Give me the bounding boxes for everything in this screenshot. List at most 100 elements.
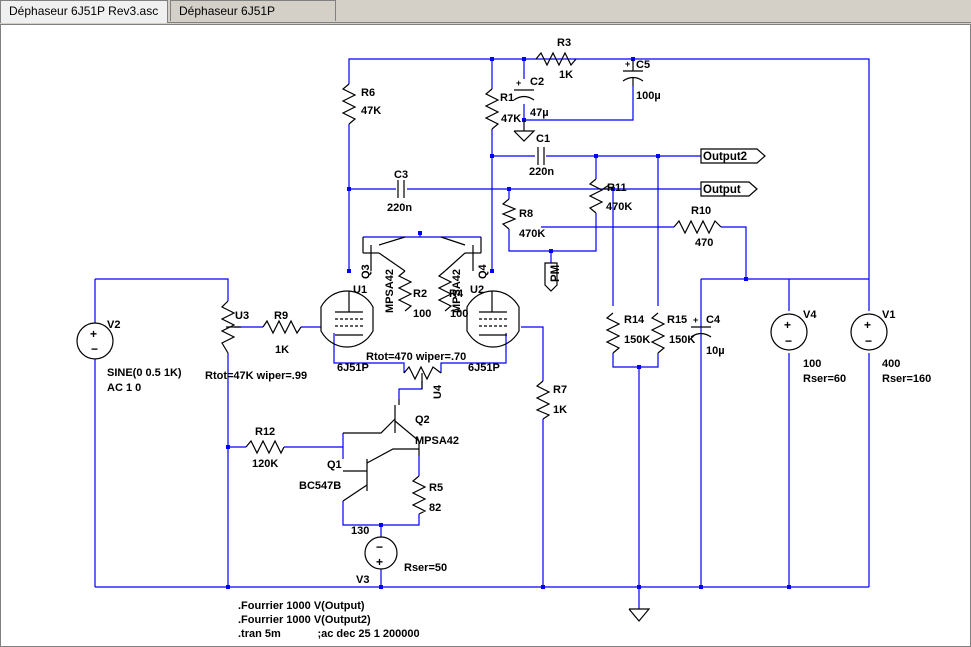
voltage-source-v3[interactable]: − + xyxy=(364,536,398,570)
voltage-source-v2[interactable]: + − xyxy=(76,322,114,360)
component-labels: R3 1K C5 100µ C2 47µ R1 47K R6 47K C1 22… xyxy=(107,37,931,586)
svg-text:+: + xyxy=(625,59,630,69)
directive-fourier-output: .Fourrier 1000 V(Output) xyxy=(238,600,365,612)
svg-text:C3: C3 xyxy=(394,169,408,181)
svg-text:+: + xyxy=(864,318,871,332)
svg-text:R5: R5 xyxy=(429,482,443,494)
svg-text:130: 130 xyxy=(351,525,369,537)
svg-text:R12: R12 xyxy=(255,426,275,438)
resistor-r4[interactable] xyxy=(437,270,453,312)
resistor-r9[interactable] xyxy=(262,319,302,335)
svg-text:Q1: Q1 xyxy=(327,459,342,471)
svg-text:100: 100 xyxy=(450,308,468,320)
svg-text:100: 100 xyxy=(413,308,431,320)
resistor-r3[interactable] xyxy=(535,51,577,67)
svg-text:R14: R14 xyxy=(624,314,645,326)
svg-text:47K: 47K xyxy=(361,105,381,117)
svg-text:1K: 1K xyxy=(275,344,289,356)
capacitor-c4[interactable]: + xyxy=(690,315,712,338)
svg-text:Rtot=47K wiper=.99: Rtot=47K wiper=.99 xyxy=(205,370,307,382)
transistor-q3[interactable] xyxy=(362,236,406,272)
svg-text:U1: U1 xyxy=(353,284,367,296)
svg-text:Rser=50: Rser=50 xyxy=(404,562,447,574)
resistor-r6[interactable] xyxy=(341,83,357,125)
tab-raw[interactable]: Déphaseur 6J51P Rev3.raw xyxy=(170,0,336,39)
svg-text:+: + xyxy=(90,327,97,341)
resistor-r8[interactable] xyxy=(501,198,517,230)
svg-text:PM: PM xyxy=(550,265,562,282)
net-flag-output2[interactable]: Output2 xyxy=(700,148,766,164)
svg-text:AC 1 0: AC 1 0 xyxy=(107,382,141,394)
svg-text:−: − xyxy=(785,334,792,348)
svg-text:150K: 150K xyxy=(624,334,650,346)
resistor-r14[interactable] xyxy=(605,312,621,354)
svg-text:Q4: Q4 xyxy=(477,263,489,279)
svg-text:R4: R4 xyxy=(449,288,464,300)
svg-text:−: − xyxy=(91,342,98,356)
svg-text:R3: R3 xyxy=(557,37,571,49)
svg-text:Rser=160: Rser=160 xyxy=(882,373,931,385)
svg-text:82: 82 xyxy=(429,502,441,514)
tube-u1[interactable] xyxy=(320,290,374,348)
spice-directives[interactable]: .Fourrier 1000 V(Output) .Fourrier 1000 … xyxy=(238,600,420,640)
resistor-r7[interactable] xyxy=(535,380,551,420)
capacitor-c2[interactable]: + xyxy=(513,78,536,142)
svg-text:V2: V2 xyxy=(107,319,120,331)
voltage-source-v4[interactable]: + − xyxy=(770,313,808,351)
svg-text:U4: U4 xyxy=(432,384,444,399)
transistor-q4[interactable] xyxy=(440,236,482,272)
net-flag-pm[interactable]: PM xyxy=(544,262,562,292)
svg-text:U2: U2 xyxy=(470,284,484,296)
net-flag-output[interactable]: Output xyxy=(700,181,758,197)
svg-text:Output: Output xyxy=(703,184,741,196)
svg-text:47µ: 47µ xyxy=(530,107,549,119)
svg-text:C5: C5 xyxy=(636,59,650,71)
voltage-source-v1[interactable]: + − xyxy=(850,313,888,351)
svg-text:470K: 470K xyxy=(606,201,632,213)
svg-text:100: 100 xyxy=(803,358,821,370)
svg-text:+: + xyxy=(693,315,698,325)
svg-text:470K: 470K xyxy=(519,228,545,240)
schematic-drawing: + + + + − + − + − − + xyxy=(76,37,931,640)
resistor-r5[interactable] xyxy=(411,475,427,515)
resistor-r1[interactable] xyxy=(484,88,500,130)
svg-text:SINE(0 0.5 1K): SINE(0 0.5 1K) xyxy=(107,367,182,379)
potentiometer-u4[interactable] xyxy=(403,365,442,389)
svg-text:150K: 150K xyxy=(669,334,695,346)
svg-text:R9: R9 xyxy=(274,310,288,322)
wires xyxy=(94,58,870,609)
potentiometer-r11[interactable] xyxy=(588,178,613,214)
transistor-q2[interactable] xyxy=(343,399,420,456)
capacitor-c5[interactable]: + xyxy=(622,59,644,86)
svg-text:R7: R7 xyxy=(553,384,567,396)
svg-text:220n: 220n xyxy=(529,166,554,178)
svg-text:Q2: Q2 xyxy=(415,414,430,426)
svg-text:470: 470 xyxy=(695,237,713,249)
directive-fourier-output2: .Fourrier 1000 V(Output2) xyxy=(238,614,371,626)
svg-text:Output2: Output2 xyxy=(703,151,747,163)
svg-text:120K: 120K xyxy=(252,458,278,470)
resistor-r2[interactable] xyxy=(397,270,413,312)
svg-text:R6: R6 xyxy=(361,87,375,99)
svg-text:Rtot=470 wiper=.70: Rtot=470 wiper=.70 xyxy=(366,351,466,363)
svg-text:Rser=60: Rser=60 xyxy=(803,373,846,385)
svg-text:R11: R11 xyxy=(607,182,627,194)
svg-text:10µ: 10µ xyxy=(706,345,725,357)
potentiometer-u3[interactable] xyxy=(220,300,241,354)
svg-text:Q3: Q3 xyxy=(360,264,372,279)
svg-text:1K: 1K xyxy=(553,404,567,416)
transistor-q1[interactable] xyxy=(342,448,419,502)
svg-text:+: + xyxy=(516,78,521,88)
capacitor-c1[interactable] xyxy=(537,147,545,165)
tab-schematic[interactable]: Déphaseur 6J51P Rev3.asc xyxy=(0,0,168,23)
resistor-r15[interactable] xyxy=(650,312,666,354)
resistor-r10[interactable] xyxy=(673,219,722,235)
capacitor-c3[interactable] xyxy=(397,180,405,198)
svg-text:V4: V4 xyxy=(803,309,817,321)
resistor-r12[interactable] xyxy=(245,439,285,455)
tube-u2[interactable] xyxy=(466,290,520,348)
schematic-canvas[interactable]: + + + + − + − + − − + xyxy=(0,24,971,647)
svg-text:100µ: 100µ xyxy=(636,90,661,102)
svg-text:47K: 47K xyxy=(501,113,521,125)
svg-text:R15: R15 xyxy=(667,314,687,326)
